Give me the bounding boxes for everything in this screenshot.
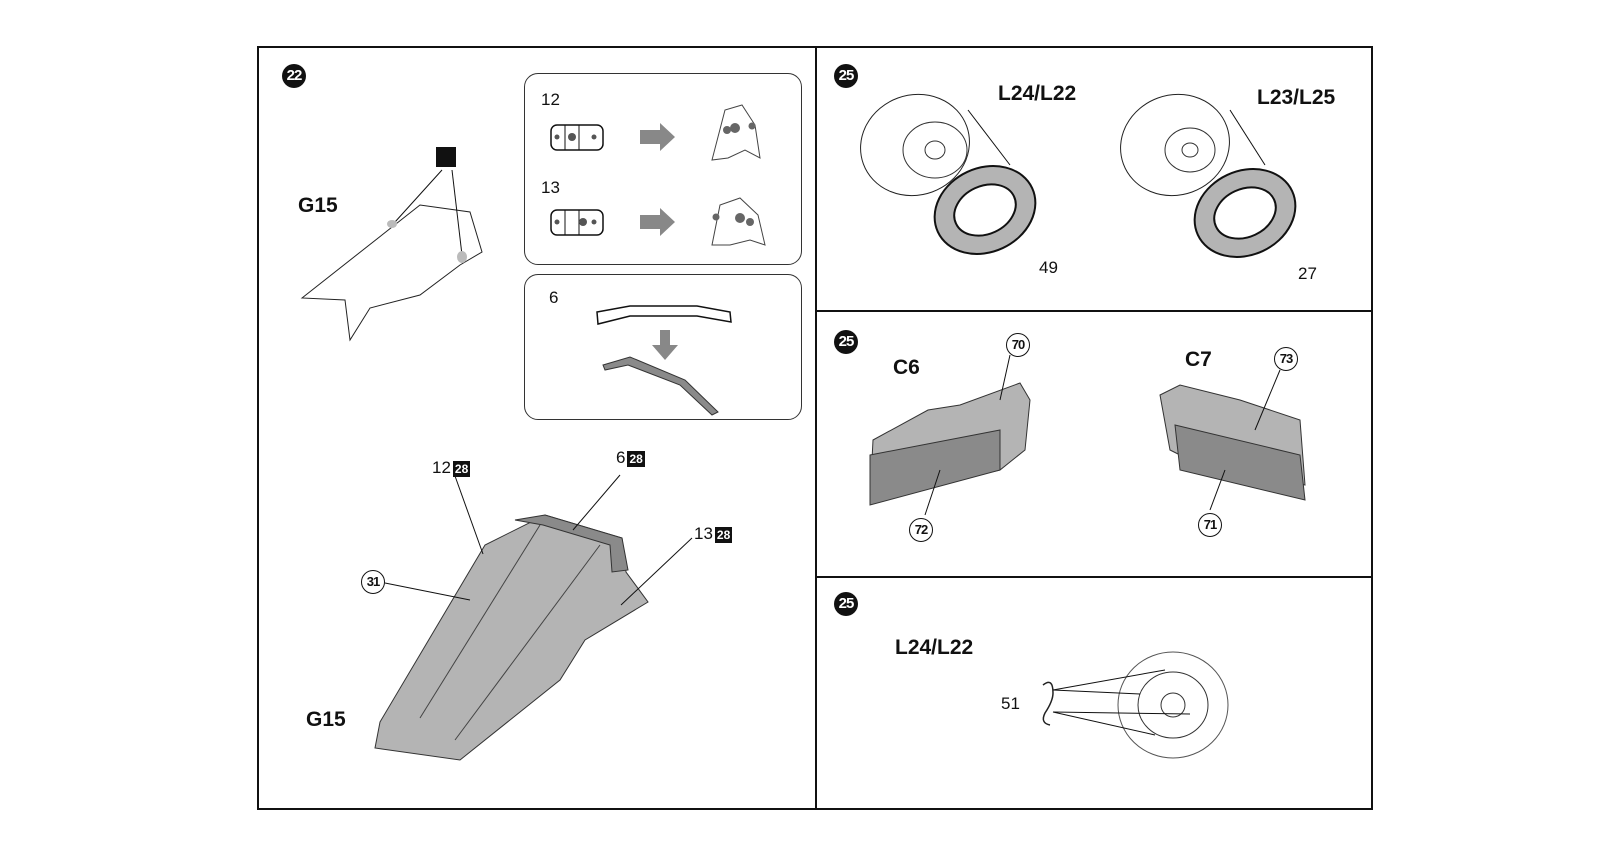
step-badge: 25 <box>834 64 858 88</box>
part-number-49: 49 <box>1039 258 1058 277</box>
g15-top-drawing <box>300 169 483 342</box>
disc-label-right: L23/L25 <box>1257 86 1336 109</box>
color-callout-70: 70 <box>1006 333 1030 357</box>
color-callout-72: 72 <box>909 518 933 542</box>
part-number-27: 27 <box>1298 264 1317 283</box>
step-badge: 22 <box>282 64 306 88</box>
arrow-right-icon <box>640 123 675 151</box>
clip-drawing <box>1042 651 1229 759</box>
color-callout-31: 31 <box>361 570 385 594</box>
part-label-g15-bottom: G15 <box>306 708 346 731</box>
panel-divider-vertical <box>815 46 817 810</box>
caliper-drawing <box>869 354 1306 516</box>
inset-part-6-label: 6 <box>549 288 559 307</box>
panel-divider-2 <box>815 576 1373 578</box>
inset-b-drawing <box>596 305 732 416</box>
paint-code-badge: 28 <box>452 460 471 477</box>
caliper-label-c7: C7 <box>1185 348 1212 371</box>
part-number-51: 51 <box>1001 694 1020 713</box>
inset-part-12: 12 <box>541 90 560 109</box>
disc-label-left: L24/L22 <box>998 82 1077 105</box>
color-callout-73: 73 <box>1274 347 1298 371</box>
paint-code-badge: 28 <box>714 526 733 543</box>
inset-part-6 <box>524 274 802 420</box>
caliper-label-c6: C6 <box>893 356 920 379</box>
arrow-right-icon <box>640 208 675 236</box>
part-label-g15-top: G15 <box>298 194 338 217</box>
inset-a-drawing <box>550 104 766 246</box>
inset-part-13: 13 <box>541 178 560 197</box>
clip-spring-icon <box>1042 681 1054 726</box>
decal-icon <box>436 147 456 167</box>
g15-bottom-drawing <box>374 474 693 761</box>
step-badge: 25 <box>834 330 858 354</box>
brake-disc-drawing <box>860 93 1297 258</box>
color-callout-71: 71 <box>1198 513 1222 537</box>
panel-divider-1 <box>815 310 1373 312</box>
step-badge: 25 <box>834 592 858 616</box>
paint-code-badge: 28 <box>627 450 645 467</box>
clip-assembly-label: L24/L22 <box>895 636 974 659</box>
arrow-down-icon <box>652 330 678 360</box>
inset-parts-12-13 <box>524 73 802 265</box>
